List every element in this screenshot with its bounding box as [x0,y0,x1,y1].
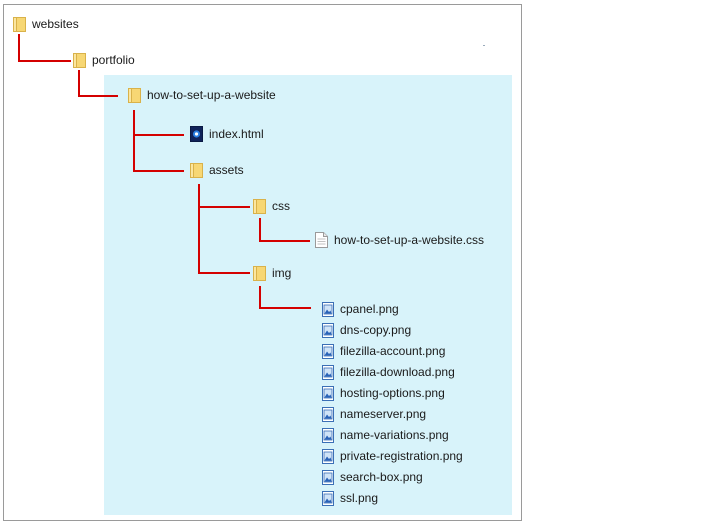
node-label: private-registration.png [340,449,463,463]
connector-line [259,240,310,242]
node-label: portfolio [92,53,135,67]
node-label: assets [209,163,244,177]
tree-node-image-file[interactable]: dns-copy.png [322,322,411,338]
node-label: img [272,266,292,280]
tree-node-assets[interactable]: assets [190,162,244,178]
node-label: index.html [209,127,264,141]
node-label: css [272,199,290,213]
node-label: how-to-set-up-a-website [147,88,276,102]
text-file-icon [315,232,328,248]
connector-line [259,286,261,308]
node-label: nameserver.png [340,407,427,421]
connector-line [18,34,20,61]
tree-node-css-file[interactable]: how-to-set-up-a-website.css [315,232,484,248]
node-label: how-to-set-up-a-website.css [334,233,485,247]
html-file-icon [190,126,203,142]
folder-icon [190,163,203,178]
connector-line [198,184,200,274]
node-label: name-variations.png [340,428,449,442]
connector-line [198,272,250,274]
image-file-icon [322,427,334,443]
tree-node-image-file[interactable]: name-variations.png [322,427,449,443]
image-file-icon [322,448,334,464]
tree-node-portfolio[interactable]: portfolio [73,52,135,68]
connector-line [259,307,311,309]
tree-node-image-file[interactable]: private-registration.png [322,448,463,464]
project-highlight-area [104,75,512,515]
node-label: ssl.png [340,491,379,505]
connector-line [259,218,261,241]
folder-icon [253,199,266,214]
node-label: dns-copy.png [340,323,412,337]
tree-node-image-file[interactable]: search-box.png [322,469,423,485]
folder-icon [73,53,86,68]
tree-node-project[interactable]: how-to-set-up-a-website [128,87,276,103]
node-label: search-box.png [340,470,423,484]
image-file-icon [322,406,334,422]
image-file-icon [322,385,334,401]
tree-node-image-file[interactable]: hosting-options.png [322,385,445,401]
tree-node-image-file[interactable]: filezilla-download.png [322,364,455,380]
tree-node-websites[interactable]: websites [13,16,79,32]
connector-line [133,110,135,172]
connector-line [18,60,71,62]
folder-icon [253,266,266,281]
connector-line [133,170,184,172]
tree-node-image-file[interactable]: cpanel.png [322,301,399,317]
connector-line [78,95,118,97]
tree-node-index-html[interactable]: index.html [190,126,264,142]
node-label: filezilla-download.png [340,365,455,379]
node-label: cpanel.png [340,302,399,316]
image-file-icon [322,469,334,485]
node-label: hosting-options.png [340,386,445,400]
tree-node-image-file[interactable]: nameserver.png [322,406,426,422]
tree-node-image-file[interactable]: ssl.png [322,490,378,506]
tree-node-css[interactable]: css [253,198,290,214]
connector-line [133,134,184,136]
image-file-icon [322,322,334,338]
node-label: filezilla-account.png [340,344,446,358]
image-file-icon [322,301,334,317]
image-file-icon [322,343,334,359]
connector-line [198,206,250,208]
connector-line [78,70,80,96]
node-label: websites [32,17,79,31]
folder-icon [128,88,141,103]
stray-mark [483,45,485,46]
folder-icon [13,17,26,32]
tree-node-img[interactable]: img [253,265,291,281]
tree-node-image-file[interactable]: filezilla-account.png [322,343,445,359]
image-file-icon [322,364,334,380]
image-file-icon [322,490,334,506]
